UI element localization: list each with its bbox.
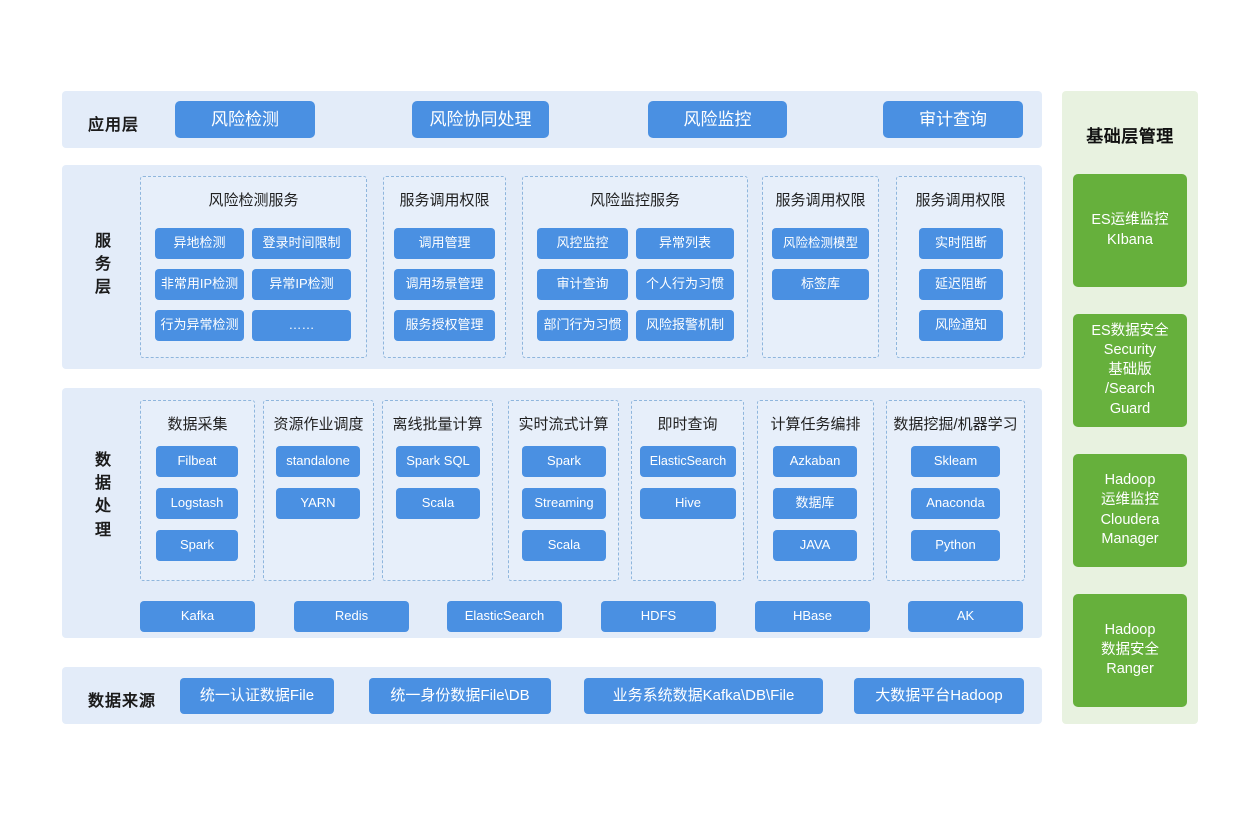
dp-item-azkaban[interactable]: Azkaban [773, 446, 857, 477]
infra-card-es-ops-kibana[interactable]: ES运维监控 KIbana [1073, 174, 1187, 287]
dp-item-anaconda[interactable]: Anaconda [911, 488, 1000, 519]
source-button-bigdata-hadoop[interactable]: 大数据平台Hadoop [854, 678, 1024, 714]
service-item-delay-block[interactable]: 延迟阻断 [919, 269, 1003, 300]
service-item-more[interactable]: …… [252, 310, 351, 341]
dp-group-title: 即时查询 [657, 416, 718, 433]
dp-group-title: 资源作业调度 [273, 416, 364, 433]
dp-item-filbeat[interactable]: Filbeat [156, 446, 238, 477]
dp-item-spark-stream[interactable]: Spark [522, 446, 606, 477]
infra-card-hadoop-cloudera[interactable]: Hadoop 运维监控 Cloudera Manager [1073, 454, 1187, 567]
infra-card-hadoop-ranger[interactable]: Hadoop 数据安全 Ranger [1073, 594, 1187, 707]
data-source-label: 数据来源 [88, 693, 157, 710]
service-item-risk-control-monitor[interactable]: 风控监控 [537, 228, 628, 259]
service-item-behavior-anomaly[interactable]: 行为异常检测 [155, 310, 244, 341]
dp-item-logstash[interactable]: Logstash [156, 488, 238, 519]
service-layer-label: 服务层 [94, 233, 111, 297]
dp-item-streaming[interactable]: Streaming [522, 488, 606, 519]
service-item-risk-alarm[interactable]: 风险报警机制 [636, 310, 734, 341]
dp-item-database[interactable]: 数据库 [773, 488, 857, 519]
service-item-remote-detection[interactable]: 异地检测 [155, 228, 244, 259]
dp-item-standalone[interactable]: standalone [276, 446, 360, 477]
dp-item-spark-sql[interactable]: Spark SQL [396, 446, 480, 477]
service-item-abnormal-list[interactable]: 异常列表 [636, 228, 734, 259]
app-button-risk-detection[interactable]: 风险检测 [175, 101, 315, 138]
service-item-realtime-block[interactable]: 实时阻断 [919, 228, 1003, 259]
storage-item-kafka[interactable]: Kafka [140, 601, 255, 632]
service-group-title: 服务调用权限 [775, 192, 866, 209]
storage-item-hbase[interactable]: HBase [755, 601, 870, 632]
app-button-risk-collab[interactable]: 风险协同处理 [412, 101, 549, 138]
dp-group-title: 数据挖掘/机器学习 [893, 416, 1018, 433]
service-item-abnormal-ip[interactable]: 异常IP检测 [252, 269, 351, 300]
dp-item-yarn[interactable]: YARN [276, 488, 360, 519]
storage-item-hdfs[interactable]: HDFS [601, 601, 716, 632]
source-button-unified-identity[interactable]: 统一身份数据File\DB [369, 678, 551, 714]
app-button-audit-query[interactable]: 审计查询 [883, 101, 1023, 138]
service-item-call-management[interactable]: 调用管理 [394, 228, 495, 259]
infra-card-es-security[interactable]: ES数据安全 Security 基础版 /Search Guard [1073, 314, 1187, 427]
service-item-login-time-limit[interactable]: 登录时间限制 [252, 228, 351, 259]
storage-item-redis[interactable]: Redis [294, 601, 409, 632]
service-item-personal-behavior[interactable]: 个人行为习惯 [636, 269, 734, 300]
source-button-business-system[interactable]: 业务系统数据Kafka\DB\File [584, 678, 823, 714]
source-button-unified-auth-file[interactable]: 统一认证数据File [180, 678, 334, 714]
dp-item-scala-stream[interactable]: Scala [522, 530, 606, 561]
dp-group-title: 数据采集 [167, 416, 228, 433]
data-processing-label: 数据处理 [94, 452, 111, 539]
dp-item-hive[interactable]: Hive [640, 488, 736, 519]
service-group-title: 服务调用权限 [399, 192, 490, 209]
dp-group-title: 离线批量计算 [392, 416, 483, 433]
dp-item-python[interactable]: Python [911, 530, 1000, 561]
storage-item-ak[interactable]: AK [908, 601, 1023, 632]
service-group-call-permission-3: 服务调用权限 [896, 176, 1025, 358]
dp-item-scala-batch[interactable]: Scala [396, 488, 480, 519]
service-item-risk-notification[interactable]: 风险通知 [919, 310, 1003, 341]
infrastructure-title: 基础层管理 [1086, 127, 1174, 146]
service-item-department-behavior[interactable]: 部门行为习惯 [537, 310, 628, 341]
service-item-call-scene-management[interactable]: 调用场景管理 [394, 269, 495, 300]
dp-item-spark[interactable]: Spark [156, 530, 238, 561]
dp-item-elasticsearch[interactable]: ElasticSearch [640, 446, 736, 477]
service-item-service-auth-management[interactable]: 服务授权管理 [394, 310, 495, 341]
service-item-unusual-ip[interactable]: 非常用IP检测 [155, 269, 244, 300]
service-item-tag-library[interactable]: 标签库 [772, 269, 869, 300]
dp-group-title: 实时流式计算 [518, 416, 609, 433]
service-item-audit-query[interactable]: 审计查询 [537, 269, 628, 300]
service-group-title: 风险检测服务 [208, 192, 299, 209]
service-item-risk-detection-model[interactable]: 风险检测模型 [772, 228, 869, 259]
application-layer-label: 应用层 [88, 117, 140, 134]
dp-item-sklearn[interactable]: Skleam [911, 446, 1000, 477]
service-group-title: 服务调用权限 [915, 192, 1006, 209]
storage-item-elasticsearch[interactable]: ElasticSearch [447, 601, 562, 632]
dp-item-java[interactable]: JAVA [773, 530, 857, 561]
service-group-call-permission-2: 服务调用权限 [762, 176, 879, 358]
dp-group-title: 计算任务编排 [770, 416, 861, 433]
service-group-title: 风险监控服务 [589, 192, 680, 209]
app-button-risk-monitor[interactable]: 风险监控 [648, 101, 787, 138]
